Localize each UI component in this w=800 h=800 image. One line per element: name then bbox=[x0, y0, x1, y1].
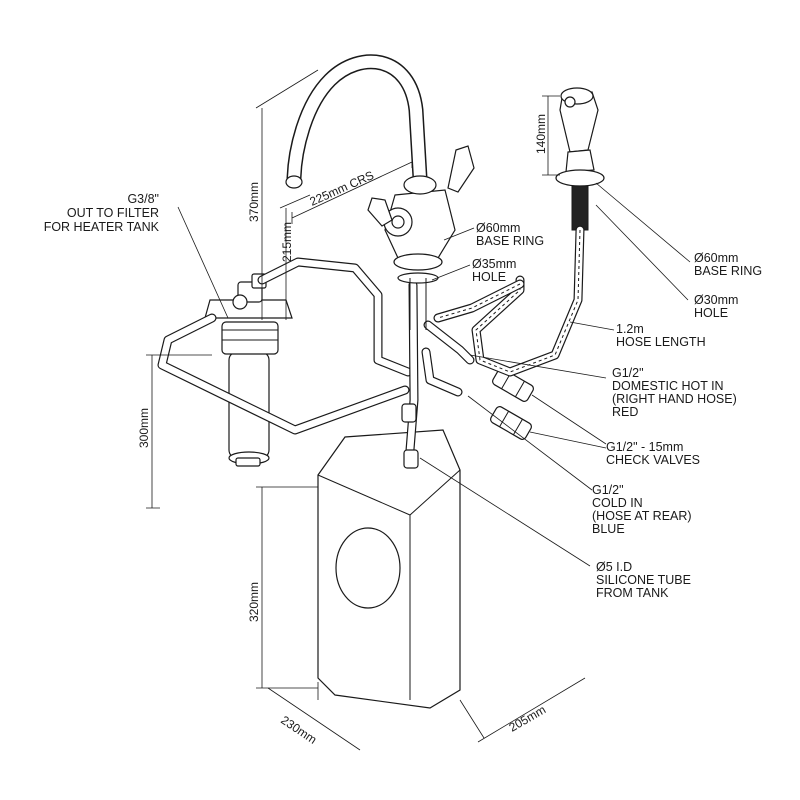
check-valve-cold bbox=[490, 406, 532, 440]
svg-text:1.2m: 1.2m bbox=[616, 322, 644, 336]
svg-text:BASE RING: BASE RING bbox=[694, 264, 762, 278]
water-filter bbox=[204, 273, 293, 467]
label-hot-in: G1/2" DOMESTIC HOT IN (RIGHT HAND HOSE) … bbox=[612, 366, 737, 419]
svg-text:Ø60mm: Ø60mm bbox=[694, 251, 738, 265]
spray-thread bbox=[571, 185, 589, 231]
svg-text:G1/2": G1/2" bbox=[592, 483, 624, 497]
svg-text:(RIGHT HAND HOSE): (RIGHT HAND HOSE) bbox=[612, 392, 737, 406]
filter-hose-loop bbox=[157, 257, 413, 435]
svg-text:BASE RING: BASE RING bbox=[476, 234, 544, 248]
label-filter-fitting: G3/8" OUT TO FILTER FOR HEATER TANK bbox=[44, 192, 160, 234]
supply-hoses bbox=[401, 280, 475, 469]
svg-text:OUT TO FILTER: OUT TO FILTER bbox=[67, 206, 159, 220]
svg-text:Ø30mm: Ø30mm bbox=[694, 293, 738, 307]
dim-140: 140mm bbox=[534, 114, 548, 154]
svg-text:Ø5 I.D: Ø5 I.D bbox=[596, 560, 632, 574]
svg-text:G3/8": G3/8" bbox=[127, 192, 159, 206]
svg-text:G1/2": G1/2" bbox=[612, 366, 644, 380]
dim-225-crs: 225mm CRS bbox=[308, 168, 376, 209]
label-tap-base-ring: Ø60mm BASE RING bbox=[476, 221, 544, 248]
tank-access-panel bbox=[335, 527, 401, 609]
svg-text:DOMESTIC HOT IN: DOMESTIC HOT IN bbox=[612, 379, 724, 393]
svg-text:FOR HEATER TANK: FOR HEATER TANK bbox=[44, 220, 160, 234]
label-spray-hole: Ø30mm HOLE bbox=[694, 293, 738, 320]
dim-370: 370mm bbox=[247, 182, 261, 222]
label-spray-base-ring: Ø60mm BASE RING bbox=[694, 251, 762, 278]
boiling-water-tap bbox=[285, 54, 475, 330]
svg-text:CHECK VALVES: CHECK VALVES bbox=[606, 453, 700, 467]
heater-tank bbox=[317, 429, 461, 709]
dim-300: 300mm bbox=[137, 408, 151, 448]
label-tap-hole: Ø35mm HOLE bbox=[472, 257, 516, 284]
svg-text:COLD IN: COLD IN bbox=[592, 496, 643, 510]
svg-text:Ø60mm: Ø60mm bbox=[476, 221, 520, 235]
svg-text:HOLE: HOLE bbox=[694, 306, 728, 320]
label-silicone-tube: Ø5 I.D SILICONE TUBE FROM TANK bbox=[596, 560, 691, 600]
svg-text:RED: RED bbox=[612, 405, 638, 419]
label-cold-in: G1/2" COLD IN (HOSE AT REAR) BLUE bbox=[592, 483, 692, 536]
spray-handset bbox=[433, 87, 605, 377]
svg-text:FROM TANK: FROM TANK bbox=[596, 586, 669, 600]
dim-215: 215mm bbox=[280, 222, 294, 262]
dim-320: 320mm bbox=[247, 582, 261, 622]
svg-text:SILICONE TUBE: SILICONE TUBE bbox=[596, 573, 691, 587]
svg-text:(HOSE AT REAR): (HOSE AT REAR) bbox=[592, 509, 692, 523]
svg-text:G1/2" - 15mm: G1/2" - 15mm bbox=[606, 440, 683, 454]
label-check-valves: G1/2" - 15mm CHECK VALVES bbox=[606, 440, 700, 467]
svg-text:HOLE: HOLE bbox=[472, 270, 506, 284]
label-hose-length: 1.2m HOSE LENGTH bbox=[616, 322, 706, 349]
svg-text:Ø35mm: Ø35mm bbox=[472, 257, 516, 271]
dim-205: 205mm bbox=[507, 702, 549, 734]
svg-text:BLUE: BLUE bbox=[592, 522, 625, 536]
dimension-lines bbox=[146, 69, 691, 751]
svg-text:HOSE LENGTH: HOSE LENGTH bbox=[616, 335, 706, 349]
